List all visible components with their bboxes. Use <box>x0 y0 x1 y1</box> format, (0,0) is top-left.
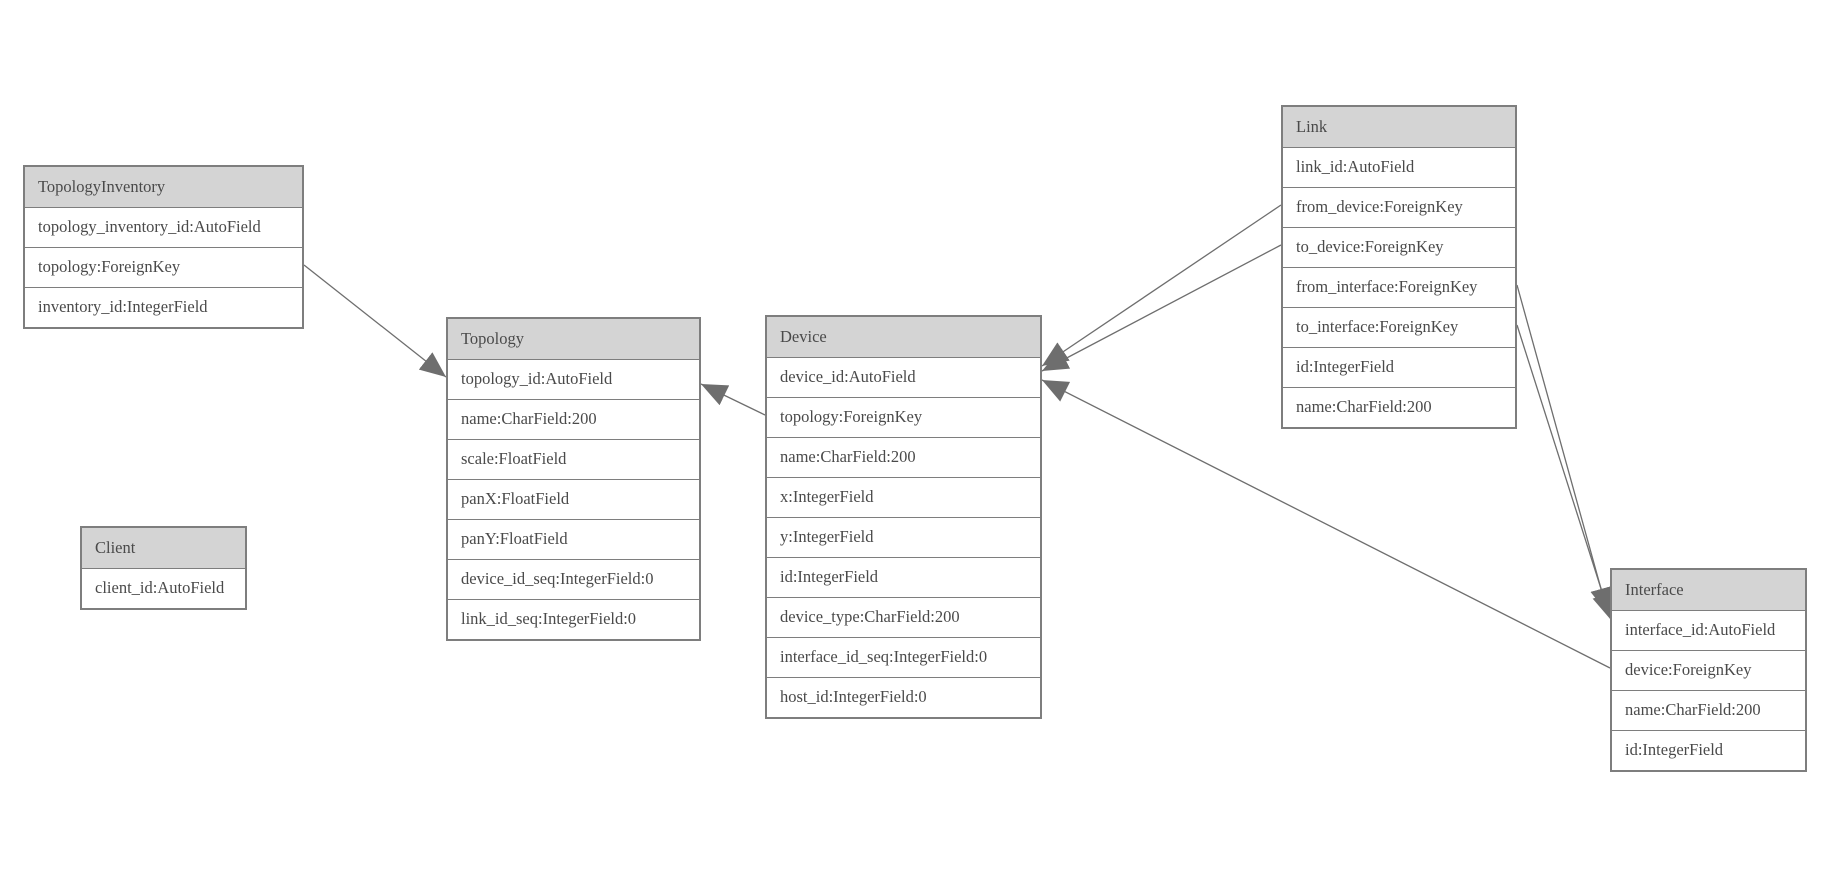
field-topology-panY: panY:FloatField <box>448 519 699 559</box>
field-link-from_device: from_device:ForeignKey <box>1283 187 1515 227</box>
field-link-id: id:IntegerField <box>1283 347 1515 387</box>
field-link-to_device: to_device:ForeignKey <box>1283 227 1515 267</box>
relation-link-to_device-to-device-device_id <box>1041 244 1282 372</box>
field-topology-panX: panX:FloatField <box>448 479 699 519</box>
field-link-to_interface: to_interface:ForeignKey <box>1283 307 1515 347</box>
entity-title-link: Link <box>1283 107 1515 147</box>
relation-topologyinventory-topology-to-topology-topology_id <box>303 264 447 378</box>
field-device-topology: topology:ForeignKey <box>767 397 1040 437</box>
entity-title-topology: Topology <box>448 319 699 359</box>
field-device-host_id: host_id:IntegerField:0 <box>767 677 1040 717</box>
field-link-link_id: link_id:AutoField <box>1283 147 1515 187</box>
relation-link-from_device-to-device-device_id <box>1041 204 1282 367</box>
relation-link-from_interface-to-interface-interface_id <box>1516 284 1612 615</box>
relation-link-to_interface-to-interface-interface_id <box>1516 324 1614 621</box>
field-device-interface_id_seq: interface_id_seq:IntegerField:0 <box>767 637 1040 677</box>
field-device-x: x:IntegerField <box>767 477 1040 517</box>
field-topology-topology_id: topology_id:AutoField <box>448 359 699 399</box>
entity-title-interface: Interface <box>1612 570 1805 610</box>
field-topologyinventory-topology: topology:ForeignKey <box>25 247 302 287</box>
field-interface-id: id:IntegerField <box>1612 730 1805 770</box>
field-link-from_interface: from_interface:ForeignKey <box>1283 267 1515 307</box>
field-link-name: name:CharField:200 <box>1283 387 1515 427</box>
field-interface-device: device:ForeignKey <box>1612 650 1805 690</box>
field-topologyinventory-topology_inventory_id: topology_inventory_id:AutoField <box>25 207 302 247</box>
field-interface-name: name:CharField:200 <box>1612 690 1805 730</box>
field-interface-interface_id: interface_id:AutoField <box>1612 610 1805 650</box>
field-topologyinventory-inventory_id: inventory_id:IntegerField <box>25 287 302 327</box>
field-device-name: name:CharField:200 <box>767 437 1040 477</box>
entity-title-client: Client <box>82 528 245 568</box>
field-topology-name: name:CharField:200 <box>448 399 699 439</box>
field-topology-link_id_seq: link_id_seq:IntegerField:0 <box>448 599 699 639</box>
field-device-device_id: device_id:AutoField <box>767 357 1040 397</box>
relation-device-topology-to-topology-topology_id <box>700 383 766 416</box>
field-device-y: y:IntegerField <box>767 517 1040 557</box>
field-topology-device_id_seq: device_id_seq:IntegerField:0 <box>448 559 699 599</box>
field-device-id: id:IntegerField <box>767 557 1040 597</box>
entity-title-device: Device <box>767 317 1040 357</box>
entity-title-topologyinventory: TopologyInventory <box>25 167 302 207</box>
field-device-device_type: device_type:CharField:200 <box>767 597 1040 637</box>
field-client-client_id: client_id:AutoField <box>82 568 245 608</box>
field-topology-scale: scale:FloatField <box>448 439 699 479</box>
relation-interface-device-to-device-device_id <box>1041 379 1611 669</box>
